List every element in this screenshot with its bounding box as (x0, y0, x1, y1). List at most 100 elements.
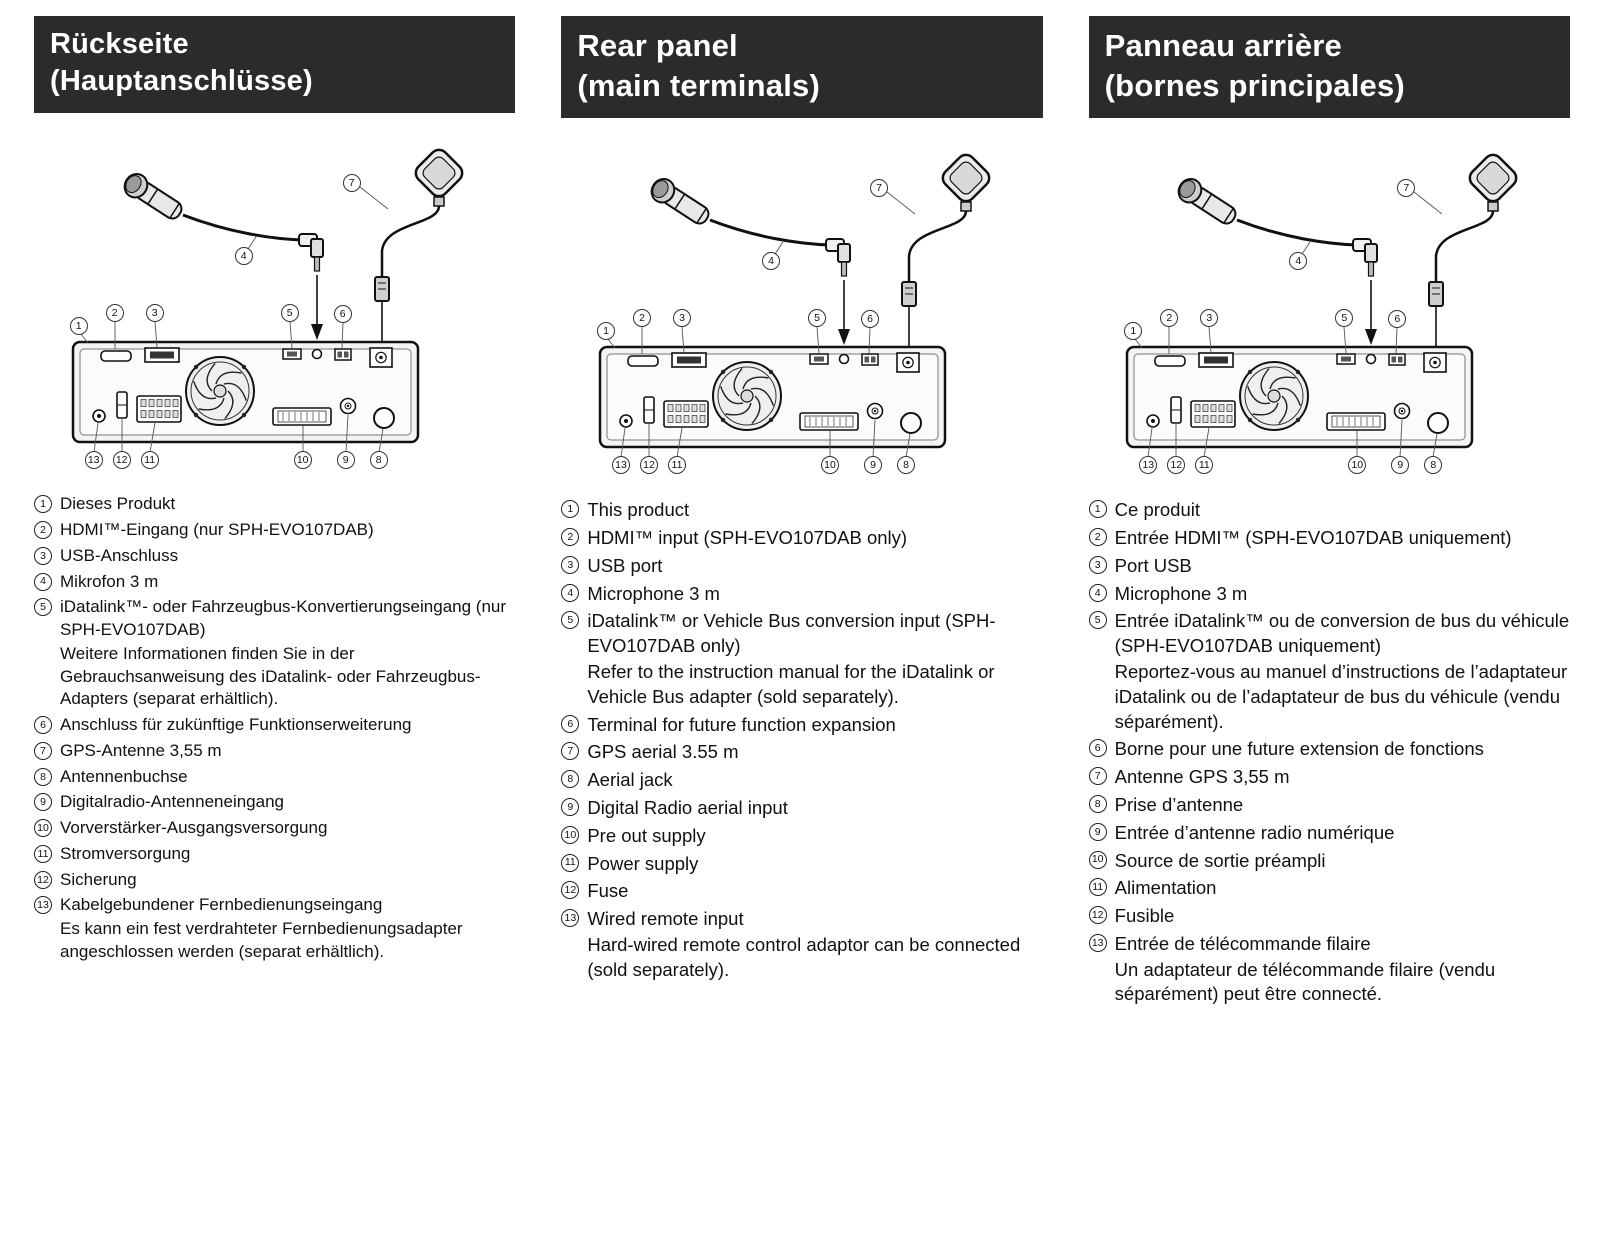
item-number: 13 (561, 909, 580, 928)
list-item: 11 Alimentation (1088, 876, 1570, 901)
item-number: 1 (34, 495, 52, 514)
diagram-callout-13: 13 (611, 456, 630, 475)
diagram-callout-1: 1 (69, 317, 88, 336)
item-number: 10 (561, 825, 580, 844)
diagram-callout-3: 3 (1200, 309, 1219, 328)
item-text: Ce produit (1114, 499, 1201, 521)
diagram-callout-11: 11 (140, 451, 159, 470)
item-text: Digital Radio aerial input (587, 796, 788, 818)
diagram-callout-13: 13 (84, 451, 103, 470)
diagram-callout-5: 5 (280, 304, 299, 323)
diagram-callout-6: 6 (1388, 310, 1407, 329)
item-text: GPS-Antenne 3,55 m (60, 740, 222, 760)
item-number: 11 (34, 844, 52, 863)
diagram-callout-10: 10 (1348, 456, 1367, 475)
item-number: 8 (561, 770, 580, 789)
item-number: 6 (1088, 739, 1107, 758)
diagram-callout-4: 4 (1289, 252, 1308, 271)
item-number: 4 (1088, 583, 1107, 602)
diagram-callout-6: 6 (333, 305, 352, 324)
item-text: Power supply (587, 852, 699, 874)
item-number: 11 (1088, 878, 1107, 897)
item-number: 9 (561, 797, 580, 816)
item-number: 3 (1088, 555, 1107, 574)
section-header-english: Rear panel (main terminals) (561, 16, 1043, 119)
item-note: Hard-wired remote control adaptor can be… (587, 933, 1021, 980)
item-text: Digitalradio-Antenneneingang (60, 792, 284, 812)
diagram-callout-5: 5 (1335, 309, 1354, 328)
item-number: 3 (561, 555, 580, 574)
item-number: 2 (34, 520, 52, 539)
diagram-callout-13: 13 (1139, 456, 1158, 475)
item-text: Antenne GPS 3,55 m (1114, 766, 1290, 788)
item-text: Pre out supply (587, 824, 706, 846)
item-number: 6 (34, 716, 52, 735)
diagram-callout-1: 1 (596, 322, 615, 341)
item-note: Refer to the instruction manual for the … (587, 661, 995, 707)
item-text: Borne pour une future extension de fonct… (1114, 738, 1484, 760)
section-header-french: Panneau arrière (bornes principales) (1088, 16, 1570, 119)
diagram-callout-4: 4 (234, 247, 253, 266)
diagram-callout-10: 10 (293, 451, 312, 470)
item-number: 5 (561, 611, 580, 630)
item-number: 10 (34, 819, 52, 838)
list-item: 8 Aerial jack (561, 768, 1042, 793)
list-item: 9 Entrée d’antenne radio numérique (1088, 821, 1570, 846)
item-text: Aerial jack (587, 769, 673, 791)
item-text: Alimentation (1114, 877, 1217, 899)
item-text: Port USB (1114, 554, 1192, 576)
item-text: Entrée d’antenne radio numérique (1114, 821, 1395, 843)
item-number: 7 (561, 742, 580, 761)
diagram-callout-4: 4 (761, 252, 780, 271)
rear-panel-illustration (598, 149, 995, 459)
item-text: GPS aerial 3.55 m (587, 741, 739, 763)
item-text: Fusible (1114, 905, 1175, 927)
item-text: Entrée iDatalink™ ou de conversion de bu… (1115, 609, 1570, 734)
diagram-callout-9: 9 (863, 456, 882, 475)
item-number: 9 (1088, 822, 1107, 841)
item-number: 5 (1088, 611, 1107, 630)
diagram-callout-9: 9 (336, 451, 355, 470)
item-text: Sicherung (60, 869, 137, 889)
item-number: 2 (1088, 528, 1107, 547)
item-text: USB port (587, 554, 663, 576)
diagram-callout-2: 2 (1160, 309, 1179, 328)
diagram-callout-10: 10 (820, 456, 839, 475)
item-text: Source de sortie préampli (1114, 849, 1326, 871)
item-number: 2 (561, 528, 580, 547)
diagram-callout-2: 2 (105, 304, 124, 323)
rear-panel-illustration (71, 144, 468, 454)
diagram-callout-8: 8 (369, 451, 388, 470)
diagram-callout-12: 12 (112, 451, 131, 470)
diagram-callout-12: 12 (1167, 456, 1186, 475)
